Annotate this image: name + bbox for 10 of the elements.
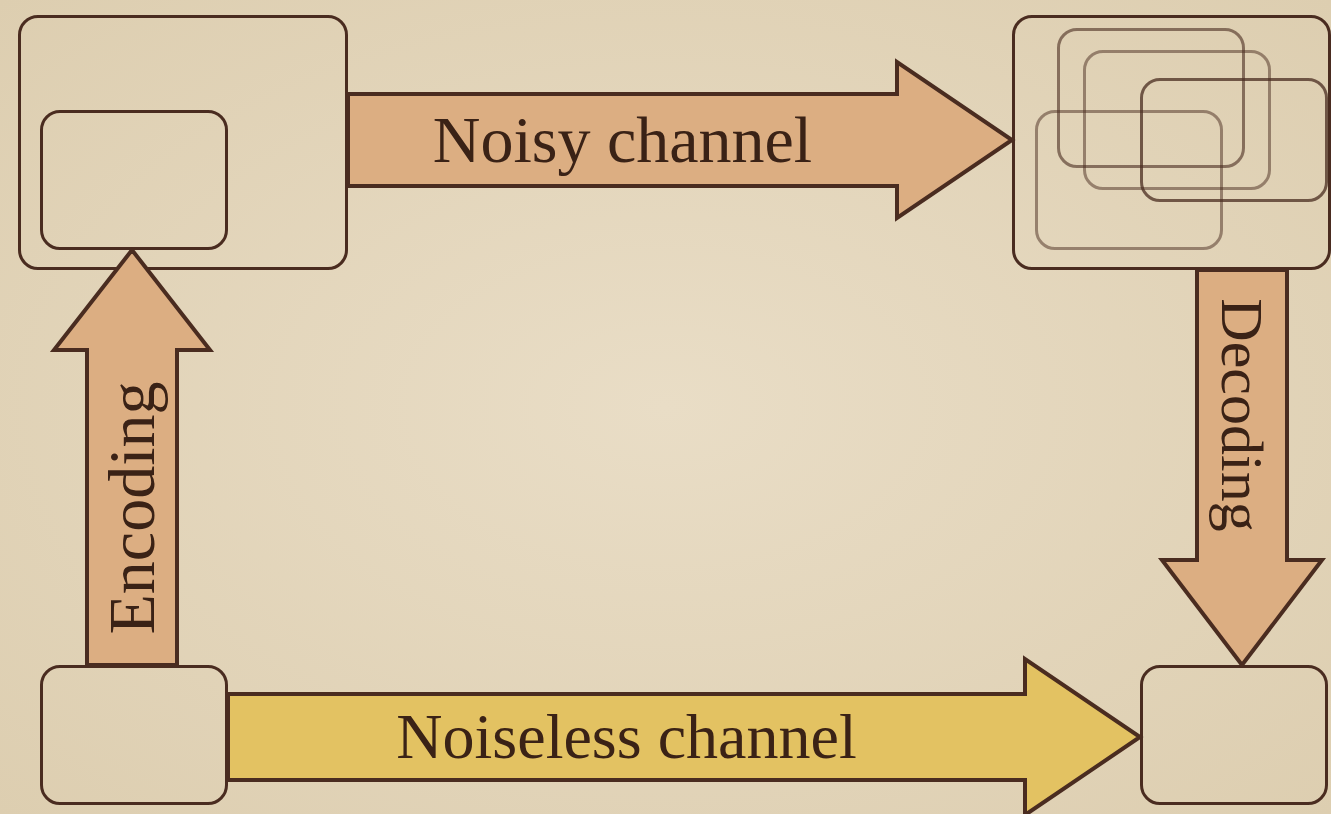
rounded-box xyxy=(1083,50,1271,190)
rounded-box xyxy=(1140,78,1328,202)
rounded-box xyxy=(40,110,228,250)
rounded-box xyxy=(1035,110,1223,250)
block-arrow xyxy=(346,58,1016,222)
edge-label: Noiseless channel xyxy=(396,705,857,769)
block-arrow xyxy=(226,655,1144,814)
rounded-box xyxy=(1140,665,1328,805)
rounded-box xyxy=(1057,28,1245,168)
rounded-box xyxy=(1012,15,1331,270)
